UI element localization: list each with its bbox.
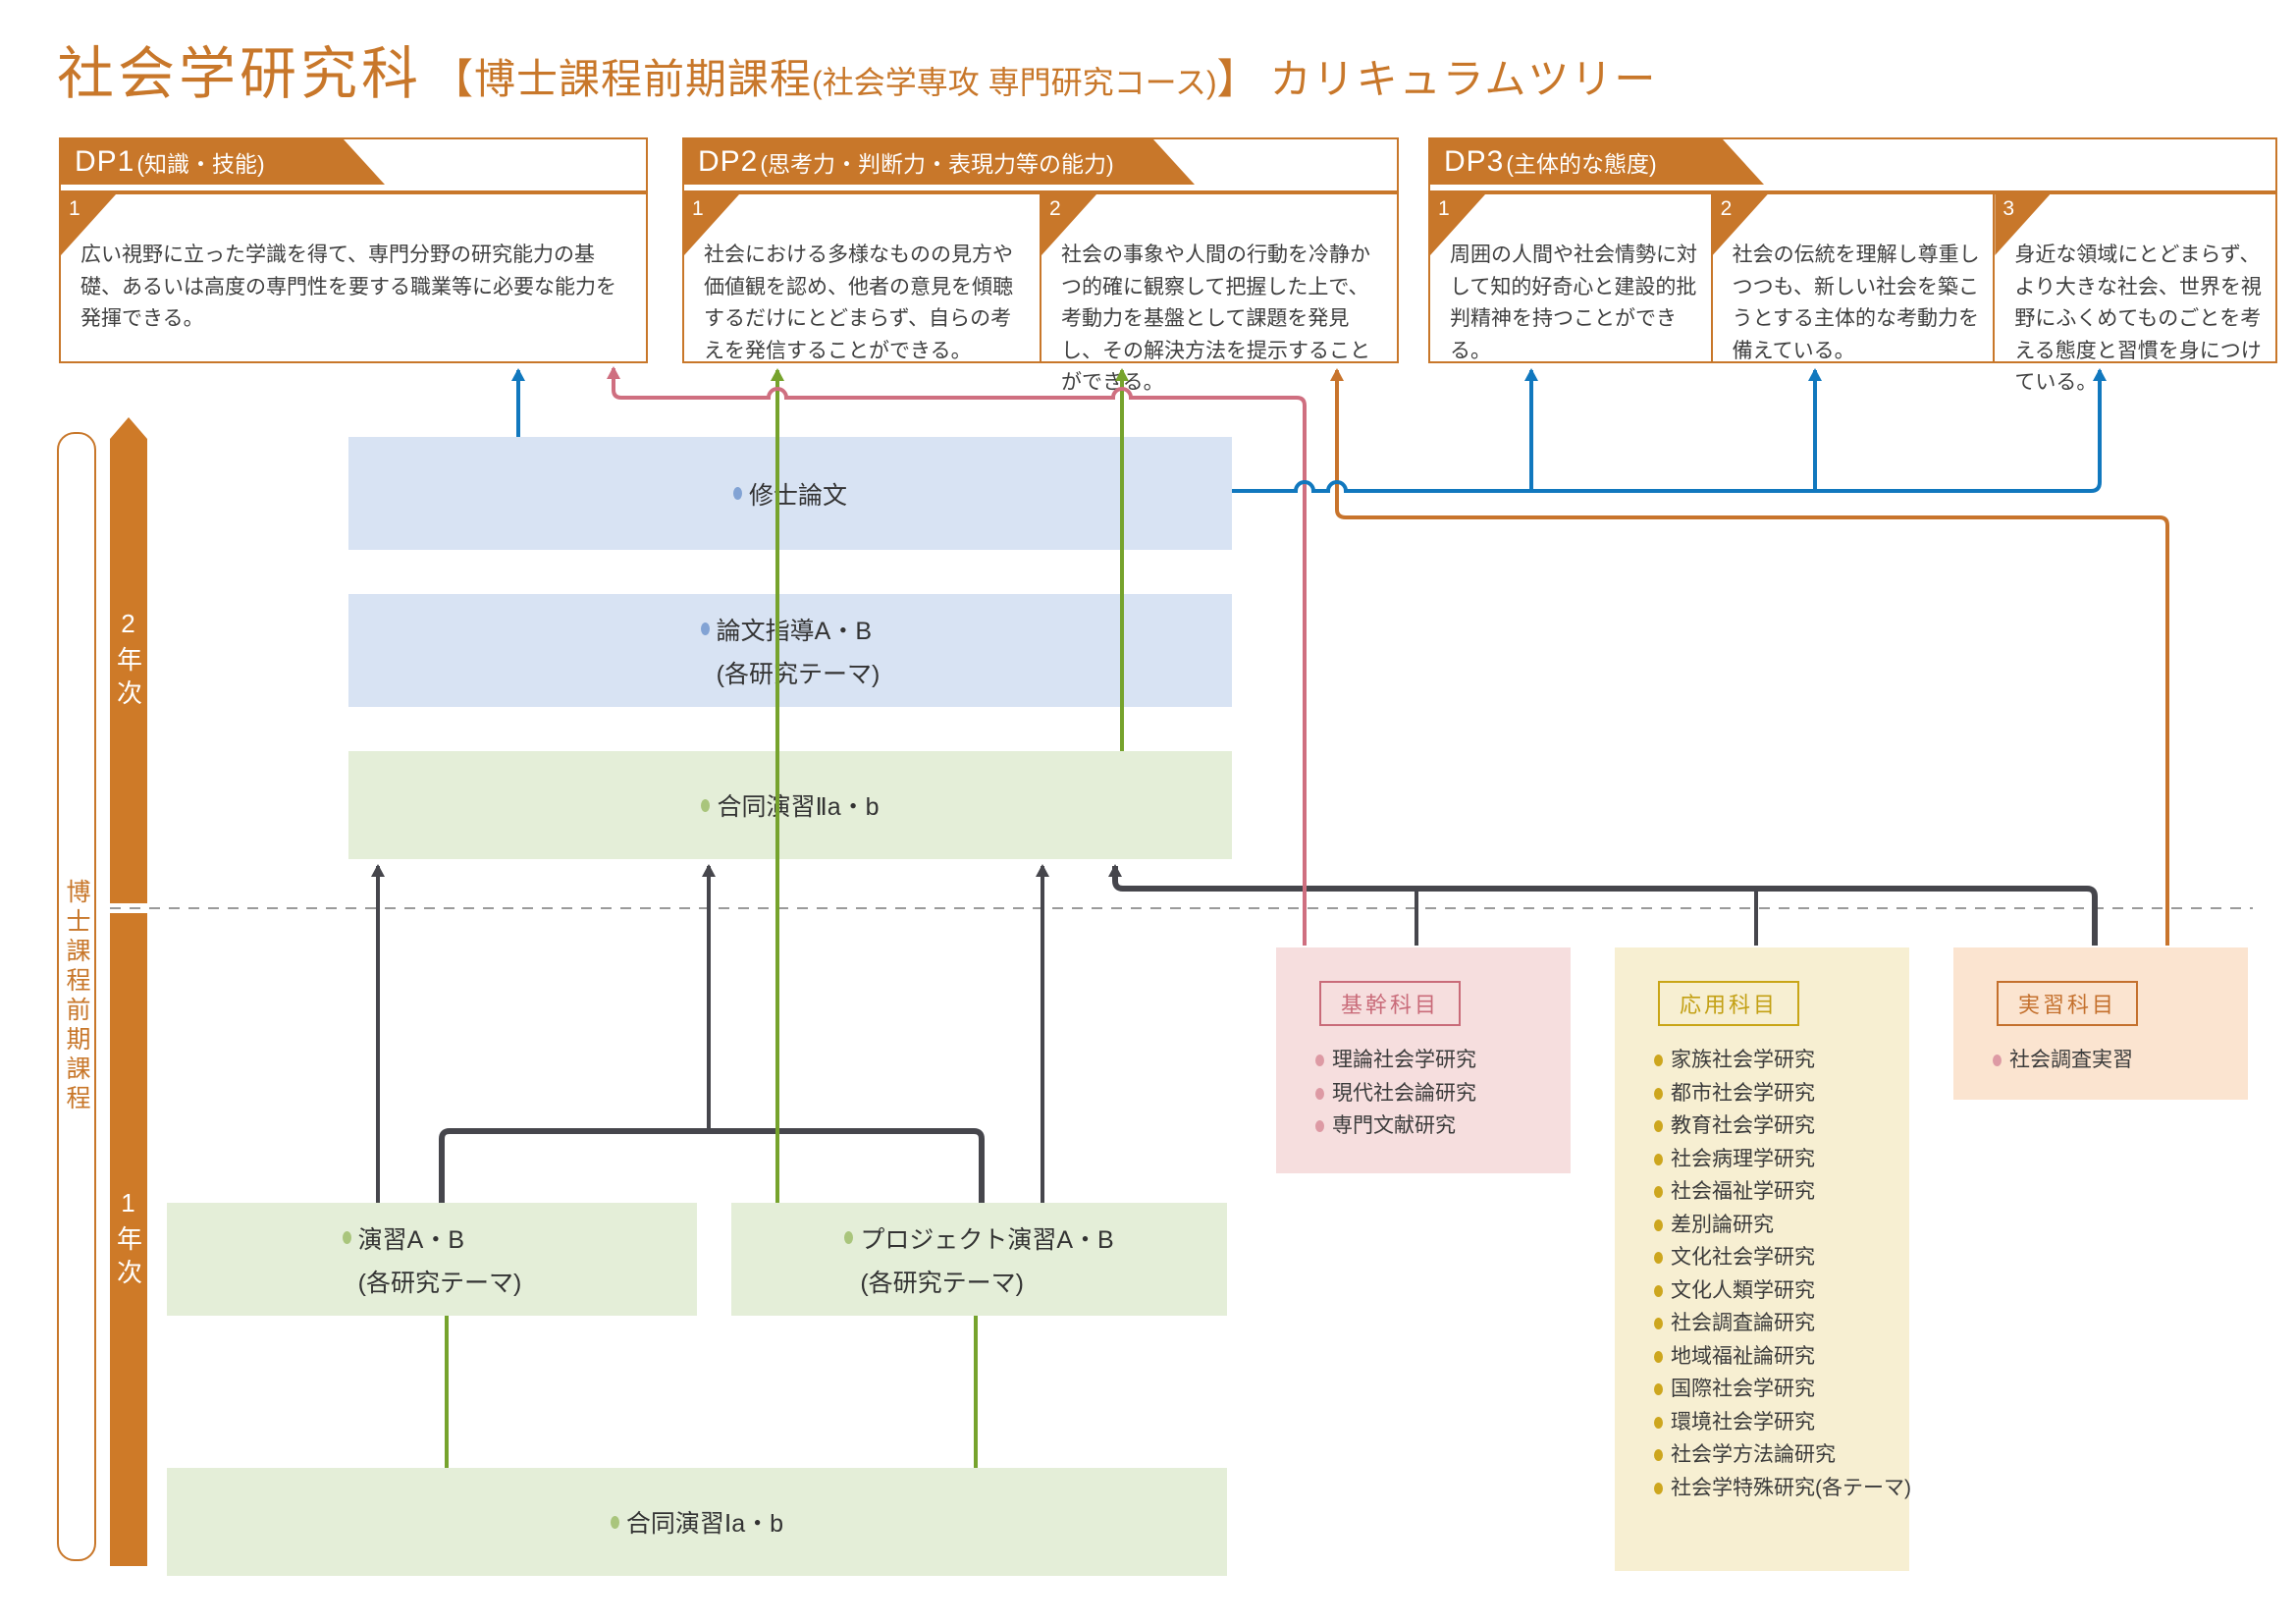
faculty-name: 社会学研究科 (57, 42, 423, 106)
dp1-subtitle: (知識・技能) (136, 151, 265, 177)
dp3-item-3-num: 3 (2002, 197, 2015, 220)
diamond-bullet-icon (732, 487, 742, 500)
course-label: 合同演習Ⅰa・b (625, 1510, 784, 1538)
dp3-header: DP3(主体的な態度) (1430, 139, 1764, 185)
dp1-item-1-text: 広い視野に立った学識を得て、専門分野の研究能力の基礎、あるいは高度の専門性を要す… (80, 244, 616, 331)
course-box-masters-thesis: 修士論文 (348, 437, 1232, 550)
category-course-list: 家族社会学研究 都市社会学研究 教育社会学研究 社会病理学研究 社会福祉学研究 … (1615, 1044, 1911, 1505)
page-title: 社会学研究科 【博士課程前期課程 (社会学専攻 専門研究コース) 】 カリキュラ… (57, 27, 1657, 110)
dp2-subtitle: (思考力・判断力・表現力等の能力) (760, 151, 1114, 177)
list-item: 社会調査論研究 (1654, 1307, 1899, 1340)
list-item: 社会福祉学研究 (1654, 1175, 1899, 1209)
dp3-subtitle: (主体的な態度) (1506, 151, 1657, 177)
dp1-item-1: 1 広い視野に立った学識を得て、専門分野の研究能力の基礎、あるいは高度の専門性を… (61, 194, 646, 361)
year2-bar: 2年次 (110, 417, 147, 903)
diamond-bullet-icon (701, 798, 711, 812)
dp2-title: DP2 (698, 145, 759, 178)
category-box-core-subjects: 基幹科目 理論社会学研究 現代社会論研究 専門文献研究 (1276, 947, 1571, 1173)
dp3-item-2-text: 社会の伝統を理解し尊重しつつも、新しい社会を築こうとする主体的な考動力を備えてい… (1732, 244, 1980, 362)
dp1-box: DP1(知識・技能) 1 広い視野に立った学識を得て、専門分野の研究能力の基礎、… (59, 137, 648, 363)
category-chip: 基幹科目 (1319, 981, 1462, 1026)
year1-bar: 1年次 (110, 913, 147, 1566)
course-label: プロジェクト演習A・B (860, 1225, 1114, 1254)
diamond-bullet-icon (610, 1515, 619, 1529)
dp1-rule (61, 190, 646, 194)
course-box-joint-seminar-1: 合同演習Ⅰa・b (167, 1468, 1227, 1576)
dp2-item-1-num: 1 (692, 197, 704, 220)
list-item: 地域福祉論研究 (1654, 1340, 1899, 1374)
dp2-item-1: 1 社会における多様なものの見方や価値観を認め、他者の意見を傾聴するだけにとどま… (684, 194, 1041, 362)
year2-label: 2年次 (113, 608, 143, 713)
tree-label: カリキュラムツリー (1269, 56, 1658, 102)
category-box-practicum-subjects: 実習科目 社会調査実習 (1953, 947, 2248, 1100)
course-sublabel: (各研究テーマ) (357, 1269, 522, 1297)
dp3-rule (1430, 190, 2275, 194)
dp3-item-3-text: 身近な領域にとどまらず、より大きな社会、世界を視野にふくめてものごとを考える態度… (2014, 244, 2262, 395)
dp3-item-1: 1 周囲の人間や社会情勢に対して知的好奇心と建設的批判精神を持つことができる。 (1430, 194, 1713, 362)
course-sublabel: (各研究テーマ) (716, 660, 881, 688)
dp2-item-1-text: 社会における多様なものの見方や価値観を認め、他者の意見を傾聴するだけにとどまらず… (704, 244, 1013, 362)
list-item: 差別論研究 (1654, 1209, 1899, 1242)
dp2-item-2-text: 社会の事象や人間の行動を冷静かつ的確に観察して把握した上で、考動力を基盤として課… (1061, 244, 1370, 395)
orange-connectors (1330, 368, 2169, 946)
diamond-bullet-icon (342, 1231, 351, 1244)
list-item: 現代社会論研究 (1315, 1077, 1561, 1110)
program-bracket-close: 】 (1216, 56, 1258, 102)
dp1-title: DP1 (75, 145, 135, 178)
list-item: 家族社会学研究 (1654, 1044, 1899, 1077)
list-item: 環境社会学研究 (1654, 1406, 1899, 1439)
dp3-title: DP3 (1444, 145, 1505, 178)
list-item: 国際社会学研究 (1654, 1373, 1899, 1406)
dp3-item-3: 3 身近な領域にとどまらず、より大きな社会、世界を視野にふくめてものごとを考える… (1995, 194, 2275, 394)
list-item: 都市社会学研究 (1654, 1077, 1899, 1110)
year1-label: 1年次 (113, 1187, 143, 1292)
dp3-item-1-text: 周囲の人間や社会情勢に対して知的好奇心と建設的批判精神を持つことができる。 (1450, 244, 1697, 362)
list-item: 専門文献研究 (1315, 1110, 1561, 1143)
dp2-item-2: 2 社会の事象や人間の行動を冷静かつ的確に観察して把握した上で、考動力を基盤とし… (1041, 194, 1397, 394)
dp2-item-2-num: 2 (1049, 197, 1061, 220)
list-item: 理論社会学研究 (1315, 1044, 1561, 1077)
diamond-bullet-icon (844, 1231, 854, 1244)
dp3-item-2: 2 社会の伝統を理解し尊重しつつも、新しい社会を築こうとする主体的な考動力を備え… (1712, 194, 1996, 362)
category-course-list: 社会調査実習 (1953, 1044, 2248, 1077)
list-item: 社会病理学研究 (1654, 1143, 1899, 1176)
list-item: 文化社会学研究 (1654, 1241, 1899, 1274)
course-label: 修士論文 (748, 481, 847, 510)
dp1-header: DP1(知識・技能) (61, 139, 385, 185)
course-label: 合同演習Ⅱa・b (717, 793, 880, 821)
dp1-item-1-num: 1 (69, 197, 80, 220)
list-item: 文化人類学研究 (1654, 1274, 1899, 1308)
list-item: 教育社会学研究 (1654, 1110, 1899, 1143)
course-label: 論文指導A・B (716, 617, 873, 645)
course-box-seminar-ab: 演習A・B (各研究テーマ) (167, 1203, 697, 1316)
list-item: 社会学特殊研究(各テーマ) (1654, 1472, 1911, 1505)
diamond-bullet-icon (700, 623, 710, 635)
dp3-item-1-num: 1 (1438, 197, 1450, 220)
dp2-rule (684, 190, 1397, 194)
dp3-item-2-num: 2 (1720, 197, 1733, 220)
category-course-list: 理論社会学研究 現代社会論研究 専門文献研究 (1276, 1044, 1571, 1143)
list-item: 社会学方法論研究 (1654, 1438, 1899, 1472)
course-box-project-seminar-ab: プロジェクト演習A・B (各研究テーマ) (731, 1203, 1227, 1316)
course-box-thesis-guidance: 論文指導A・B (各研究テーマ) (348, 594, 1232, 707)
category-chip: 応用科目 (1658, 981, 1800, 1026)
list-item: 社会調査実習 (1993, 1044, 2238, 1077)
program-course-paren: (社会学専攻 専門研究コース) (812, 65, 1217, 100)
course-label: 演習A・B (357, 1225, 465, 1254)
dp2-header: DP2(思考力・判断力・表現力等の能力) (684, 139, 1195, 185)
program-rail-label: 博士課程前期課程 (63, 879, 90, 1114)
program-rail: 博士課程前期課程 (57, 432, 96, 1561)
category-box-applied-subjects: 応用科目 家族社会学研究 都市社会学研究 教育社会学研究 社会病理学研究 社会福… (1615, 947, 1911, 1571)
dp2-box: DP2(思考力・判断力・表現力等の能力) 1 社会における多様なものの見方や価値… (682, 137, 1399, 394)
dp3-box: DP3(主体的な態度) 1 周囲の人間や社会情勢に対して知的好奇心と建設的批判精… (1428, 137, 2277, 394)
program-name: 【博士課程前期課程 (432, 56, 813, 102)
course-box-joint-seminar-2: 合同演習Ⅱa・b (348, 751, 1232, 859)
course-sublabel: (各研究テーマ) (860, 1269, 1024, 1297)
category-chip: 実習科目 (1997, 981, 2139, 1026)
